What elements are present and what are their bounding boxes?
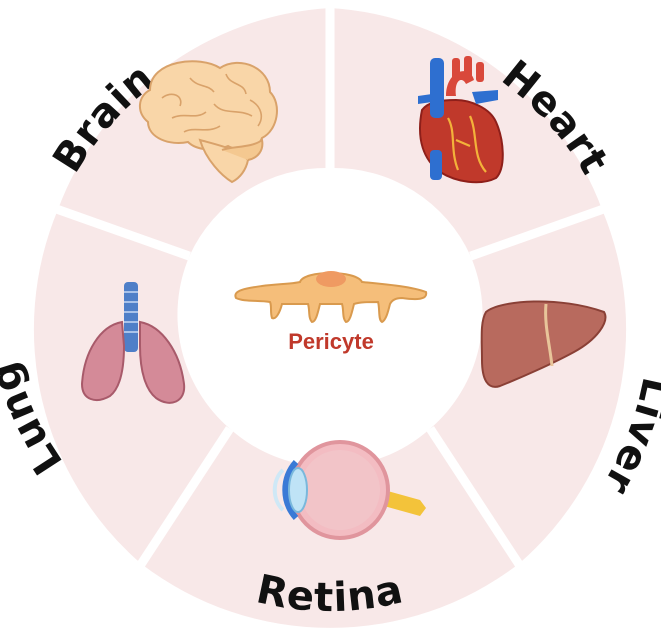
center-disc — [195, 183, 465, 453]
center-label: Pericyte — [288, 329, 374, 354]
heart-icon — [418, 56, 504, 184]
eye-icon — [272, 440, 426, 540]
segment-liver — [430, 209, 627, 565]
segment-lung — [33, 209, 230, 565]
segment-separators — [46, 0, 614, 575]
label-retina: Retina — [253, 566, 408, 621]
liver-icon — [480, 300, 607, 388]
lungs-icon — [80, 282, 186, 404]
pericyte-cell-icon — [234, 271, 428, 324]
brain-icon — [139, 60, 278, 184]
